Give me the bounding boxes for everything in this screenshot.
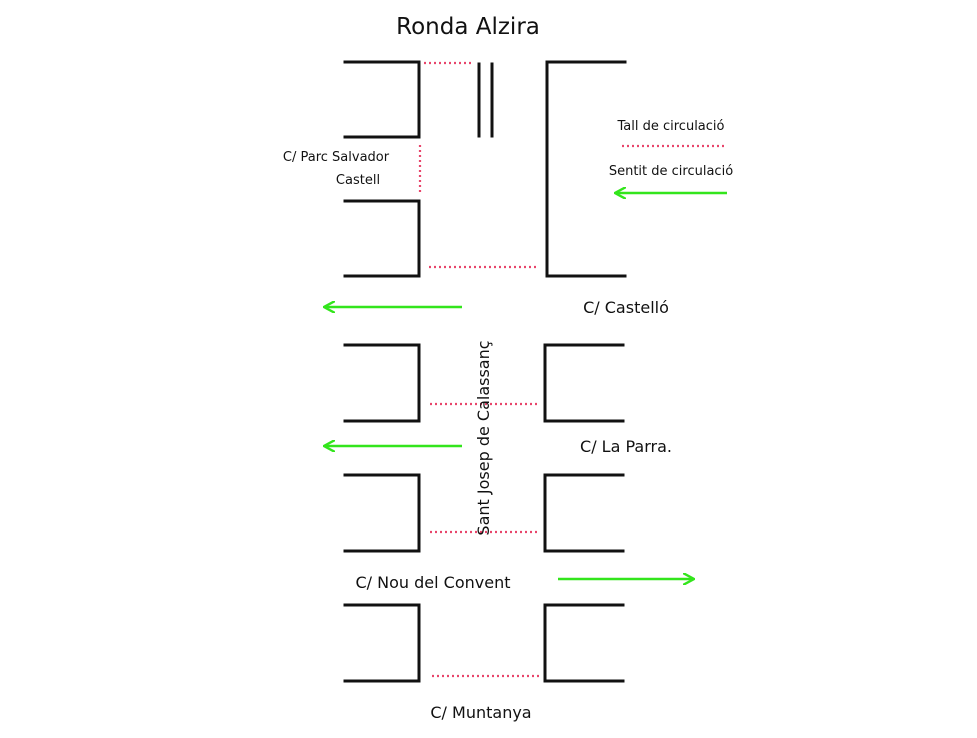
street-label-castello: C/ Castelló [583,298,669,317]
street-label-parc-salvador-line1: C/ Parc Salvador [283,150,390,165]
block-row4-left [343,603,421,683]
legend-closure-label: Tall de circulació [617,119,725,134]
block-row3-right [543,473,625,553]
block-top-right [545,60,627,278]
block-row4-right [543,603,625,683]
street-label-muntanya: C/ Muntanya [430,703,531,722]
block-top-left-upper [343,60,421,139]
block-row2-right [543,343,625,423]
map-title: Ronda Alzira [396,14,540,40]
block-row3-left [343,473,421,553]
street-label-main-street: Sant Josep de Calassanç [474,340,493,535]
street-label-parc-salvador-line2: Castell [336,173,380,188]
street-label-nou-del-convent: C/ Nou del Convent [356,573,511,592]
street-label-la-parra: C/ La Parra. [580,437,672,456]
block-top-left-lower [343,199,421,278]
legend-direction-label: Sentit de circulació [609,164,733,179]
block-row2-left [343,343,421,423]
